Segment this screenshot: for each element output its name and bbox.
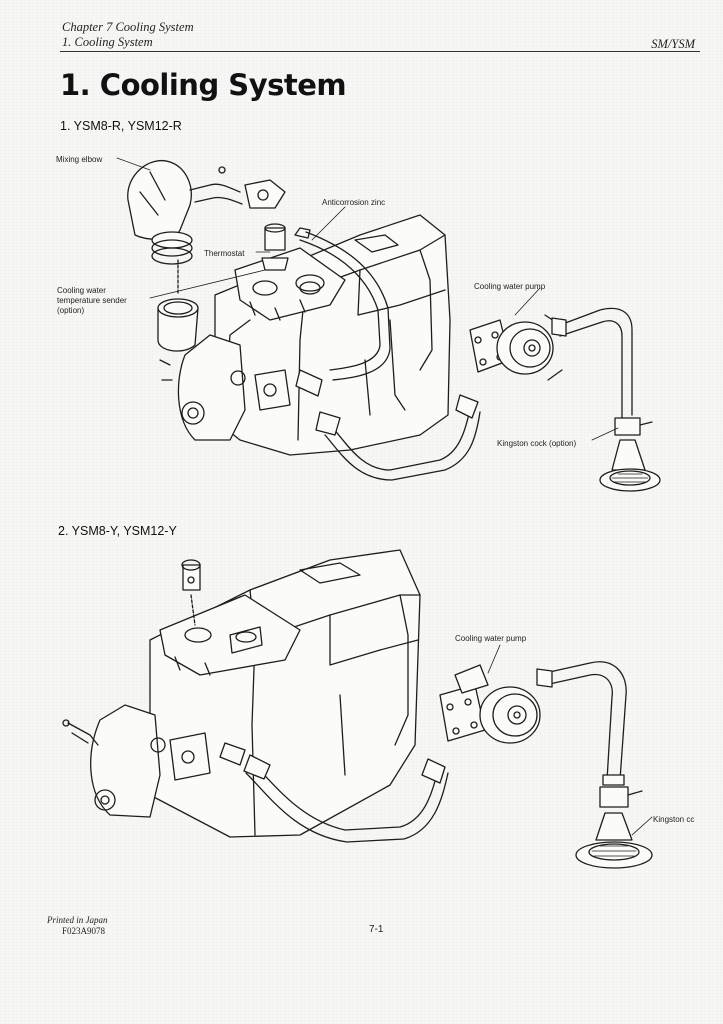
figure-2-engine-diagram bbox=[62, 549, 653, 869]
exhaust-riser-1 bbox=[157, 259, 199, 352]
figure-2-heading: 2. YSM8-Y, YSM12-Y bbox=[58, 524, 177, 538]
header-model-code: SM/YSM bbox=[651, 37, 695, 51]
footer-printed: Printed in Japan bbox=[47, 915, 108, 925]
cooling-water-pump-2 bbox=[439, 664, 541, 744]
anticorrosion-zinc-1 bbox=[294, 227, 321, 295]
callout-leaders-1 bbox=[116, 157, 619, 441]
cooling-water-pump-1 bbox=[469, 314, 563, 381]
mixing-elbow-1 bbox=[127, 159, 286, 265]
callout-kingston-cock-1: Kingston cock (option) bbox=[497, 439, 577, 448]
callout-kingston-cock-2: Kingston cc bbox=[653, 815, 695, 824]
callout-anticorrosion-zinc: Anticorrosion zinc bbox=[322, 198, 386, 207]
callout-thermostat: Thermostat bbox=[204, 249, 245, 258]
page-title: 1. Cooling System bbox=[60, 68, 347, 102]
callout-water-pump-1: Cooling water pump bbox=[474, 282, 546, 291]
callout-mixing-elbow: Mixing elbow bbox=[56, 155, 103, 164]
intake-pipe-2 bbox=[536, 661, 627, 786]
thermostat-1 bbox=[261, 223, 289, 271]
engine-block-2 bbox=[149, 549, 421, 838]
running-header: Chapter 7 Cooling System 1. Cooling Syst… bbox=[62, 20, 194, 50]
front-cover-2 bbox=[62, 704, 211, 818]
exhaust-elbow-2 bbox=[181, 559, 201, 626]
figure-1-heading: 1. YSM8-R, YSM12-R bbox=[60, 119, 182, 133]
callout-leaders-2 bbox=[487, 644, 653, 836]
callout-temp-sender: Cooling water temperature sender (option… bbox=[57, 286, 127, 315]
cooling-hose-2 bbox=[219, 742, 449, 843]
kingston-cock-1 bbox=[599, 417, 661, 492]
footer-code: F023A9078 bbox=[62, 926, 106, 936]
page-number: 7-1 bbox=[369, 924, 384, 935]
cooling-hose-1 bbox=[295, 231, 481, 481]
header-chapter: Chapter 7 Cooling System bbox=[62, 20, 194, 34]
header-rule bbox=[60, 51, 700, 52]
kingston-cock-2 bbox=[575, 786, 653, 869]
header-section: 1. Cooling System bbox=[62, 35, 153, 49]
front-cover-1 bbox=[159, 334, 291, 441]
callout-water-pump-2: Cooling water pump bbox=[455, 634, 527, 643]
figure-1-engine-diagram bbox=[116, 157, 661, 492]
intake-pipe-1 bbox=[551, 307, 633, 419]
